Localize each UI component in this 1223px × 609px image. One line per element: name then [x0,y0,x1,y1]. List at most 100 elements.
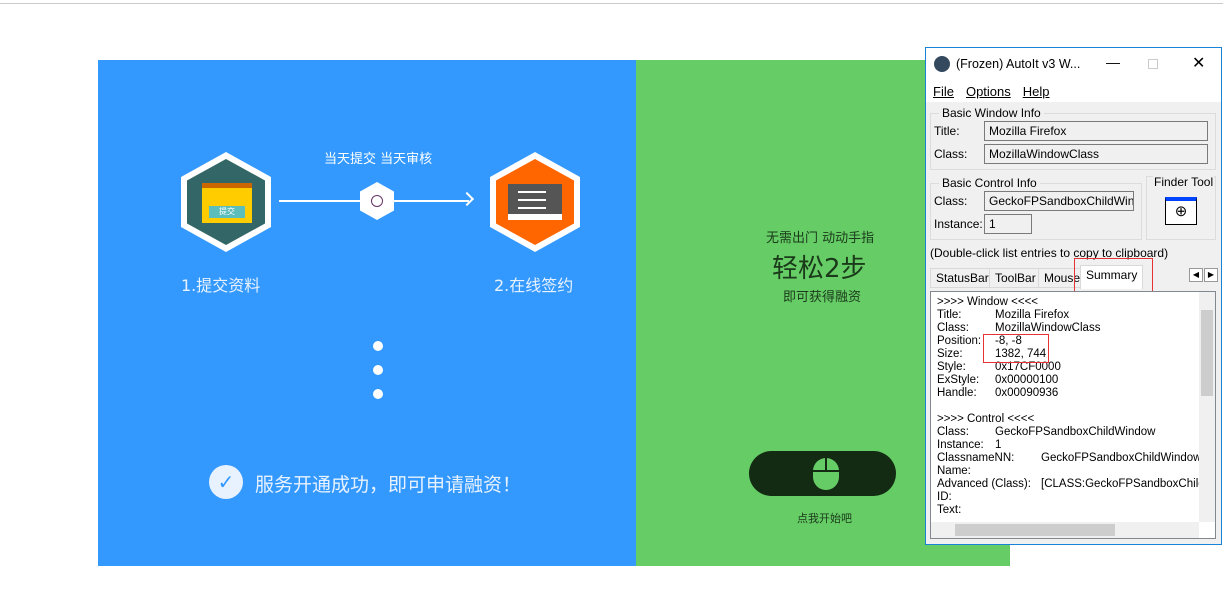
summary-key: Name: [937,465,971,477]
highlight-box [983,334,1049,363]
basic-control-info: Basic Control Info [930,176,1142,240]
summary-value: GeckoFPSandboxChildWindow1 [1041,452,1208,464]
control-class-label: Class: [934,194,968,208]
summary-row[interactable]: Position: -8, -8 [937,335,1022,348]
minimize-icon[interactable]: — [1106,54,1120,70]
step2-label: 2.在线签约 [494,276,574,295]
summary-row[interactable]: Title: Mozilla Firefox [937,309,1069,322]
hint-text: (Double-click list entries to copy to cl… [930,246,1169,260]
title-field[interactable]: Mozilla Firefox [984,121,1208,141]
summary-value: [CLASS:GeckoFPSandboxChildW [1041,478,1216,490]
tab-scroll-left-icon[interactable]: ◀ [1189,268,1203,282]
menu-file[interactable]: File [933,83,954,99]
summary-key: ID: [937,491,952,503]
tagline: 当天提交 当天审核 [324,152,433,167]
intro-line3: 即可获得融资 [783,290,862,305]
autoit-logo-icon [934,56,950,72]
summary-row[interactable]: Advanced (Class): [CLASS:GeckoFPSandboxCh… [937,478,1215,491]
summary-row[interactable]: Class: GeckoFPSandboxChildWindow [937,426,1155,439]
basic-window-info: Basic Window Info [930,106,1216,170]
dot-icon [373,389,383,399]
arrow-head-icon [459,191,475,207]
scroll-thumb[interactable] [1201,310,1213,396]
summary-row[interactable]: >>>> Window <<<< [937,296,1038,309]
finder-crosshair-icon[interactable]: ⊕ [1165,197,1197,225]
summary-row[interactable]: ClassnameNN:GeckoFPSandboxChildWindow1 [937,452,1208,465]
step1-label: 1.提交资料 [181,276,261,295]
tab-toolbar[interactable]: ToolBar [989,268,1042,288]
summary-key: Title: [937,309,962,321]
class-label: Class: [934,147,968,161]
summary-row[interactable]: Instance: 1 [937,439,1001,452]
control-class-field[interactable]: GeckoFPSandboxChildWindow [984,191,1134,211]
summary-key: >>>> Control <<<< [937,413,1035,425]
summary-key: Class: [937,322,969,334]
summary-key: Style: [937,361,966,373]
summary-key: Text: [937,504,962,516]
summary-row[interactable]: ID: [937,491,952,504]
close-icon[interactable]: ✕ [1192,55,1206,72]
intro-headline: 轻松2步 [772,254,867,284]
summary-row[interactable]: Style: 0x17CF0000 [937,361,1061,374]
summary-value: MozillaWindowClass [995,322,1101,334]
menu-help[interactable]: Help [1022,83,1050,99]
summary-value: GeckoFPSandboxChildWindow [995,426,1156,438]
check-icon: ✓ [209,465,243,499]
dot-icon [373,365,383,375]
summary-row[interactable]: Class: MozillaWindowClass [937,322,1100,335]
summary-value: 0x00090936 [995,387,1059,399]
horizontal-scrollbar[interactable] [931,522,1199,538]
summary-value: Mozilla Firefox [995,309,1070,321]
sign-online-icon [490,152,580,252]
summary-value: -8, -8 [995,335,1022,347]
instance-label: Instance: [934,217,983,231]
summary-value: 0x17CF0000 [995,361,1061,373]
summary-key: Handle: [937,387,977,399]
intro-line1: 无需出门 动动手指 [766,231,875,246]
finder-tool-label: Finder Tool [1153,175,1215,189]
menu-bar: File Options Help [926,80,1221,102]
hscroll-thumb[interactable] [955,524,1115,536]
summary-key: Position: [937,335,982,347]
tab-summary[interactable]: Summary [1080,265,1144,289]
mouse-icon [813,458,839,490]
browser-top-border [0,3,1223,4]
title-bar: (Frozen) AutoIt v3 W... — ✕ [926,48,1221,80]
summary-value: 1 [995,439,1002,451]
summary-row[interactable]: >>>> Control <<<< [937,413,1034,426]
summary-key: Size: [937,348,963,360]
autoit-window: (Frozen) AutoIt v3 W... — ✕ File Options… [925,47,1222,545]
summary-row[interactable]: Text: [937,504,961,517]
tab-statusbar[interactable]: StatusBar [930,268,995,288]
summary-key: >>>> Window <<<< [937,296,1039,308]
maximize-icon[interactable] [1148,59,1158,69]
submit-badge: 提交 [209,206,245,218]
group-label: Basic Window Info [942,106,1041,120]
start-button[interactable] [749,451,896,496]
submit-docs-icon: 提交 [181,152,271,252]
summary-row[interactable]: Handle: 0x00090936 [937,387,1058,400]
window-title: (Frozen) AutoIt v3 W... [956,57,1081,71]
start-label: 点我开始吧 [797,512,852,525]
summary-key: Class: [937,426,969,438]
class-field[interactable]: MozillaWindowClass [984,144,1208,164]
timer-icon [360,182,394,220]
summary-value: 1382, 744 [995,348,1047,360]
instance-field[interactable]: 1 [984,214,1032,234]
summary-row[interactable]: Size: 1382, 744 [937,348,1046,361]
tab-scroll-right-icon[interactable]: ▶ [1204,268,1218,282]
title-label: Title: [934,124,960,138]
summary-key: Advanced (Class): [937,478,1031,490]
success-message: 服务开通成功，即可申请融资！ [255,474,522,496]
group-label: Basic Control Info [942,176,1037,190]
summary-key: ExStyle: [937,374,980,386]
vertical-scrollbar[interactable] [1199,292,1215,522]
steps-panel: 提交 1.提交资料 当天提交 当天审核 2.在线签约 ✓ 服务开通成功，即可申请… [98,60,636,566]
menu-options[interactable]: Options [965,83,1011,99]
summary-value: 0x00000100 [995,374,1059,386]
dot-icon [373,341,383,351]
summary-row[interactable]: Name: [937,465,971,478]
summary-key: Instance: [937,439,984,451]
summary-row[interactable]: ExStyle: 0x00000100 [937,374,1058,387]
